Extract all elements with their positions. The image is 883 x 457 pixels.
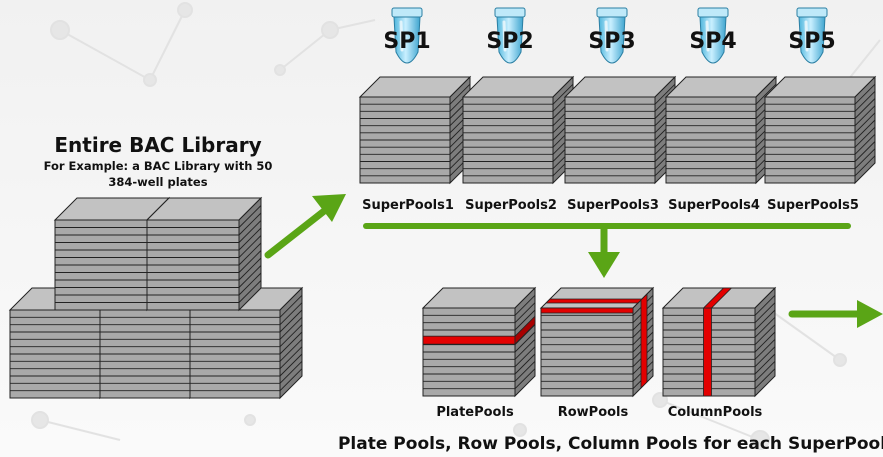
column-pool-highlight <box>702 287 733 397</box>
superpool-label-4: SuperPools4 <box>668 198 760 213</box>
plate-pool-highlight <box>422 315 536 346</box>
pool-label-column: ColumnPools <box>668 405 763 420</box>
library-plate-stack <box>8 196 304 400</box>
superpool-label-2: SuperPools2 <box>465 198 557 213</box>
tube-icon-sp5 <box>796 7 828 64</box>
superpool-label-1: SuperPools1 <box>362 198 454 213</box>
library-plate-stack-top-2 <box>145 196 263 312</box>
superpool-stack-3 <box>563 75 677 185</box>
superpool-tube-label-5: SP5 <box>788 29 835 54</box>
flow-arrows <box>264 194 883 328</box>
superpool-tube-label-3: SP3 <box>588 29 635 54</box>
pool-stack-column <box>661 286 777 398</box>
superpool-tube-label-2: SP2 <box>486 29 533 54</box>
superpool-stack-4 <box>664 75 778 185</box>
superpool-stack-2 <box>461 75 575 185</box>
arrow-down-to-pools <box>588 226 620 278</box>
superpool-label-3: SuperPools3 <box>567 198 659 213</box>
superpool-stack-5 <box>763 75 877 185</box>
library-title: Entire BAC Library <box>54 133 261 157</box>
tube-icon-sp1 <box>391 7 423 64</box>
pool-label-plate: PlatePools <box>436 405 514 420</box>
superpool-stack-1 <box>358 75 472 185</box>
caption: Plate Pools, Row Pools, Column Pools for… <box>338 434 883 454</box>
superpool-tube-label-4: SP4 <box>689 29 736 54</box>
pool-types: PlatePools RowPools ColumnPools <box>421 286 777 420</box>
tube-icon-sp4 <box>697 7 729 64</box>
row-pool-highlight <box>540 293 648 389</box>
arrow-pools-onward <box>788 300 883 328</box>
library-subtitle-line1: For Example: a BAC Library with 50 <box>44 159 273 173</box>
pool-stack-plate <box>421 286 537 398</box>
tube-icon-sp2 <box>494 7 526 64</box>
superpool-tube-label-1: SP1 <box>383 29 430 54</box>
library-subtitle-line2: 384-well plates <box>108 175 207 189</box>
arrow-library-to-superpools <box>264 194 346 259</box>
pool-stack-row <box>539 286 655 398</box>
pool-label-row: RowPools <box>558 405 629 420</box>
superpool-label-5: SuperPools5 <box>767 198 859 213</box>
tube-icon-sp3 <box>596 7 628 64</box>
